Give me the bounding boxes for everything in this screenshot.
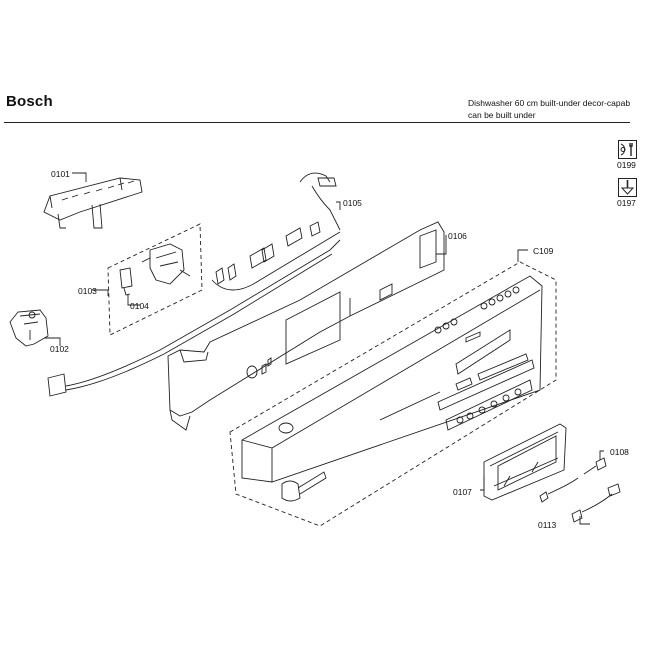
part-0106-frame: [167, 221, 445, 431]
installation-icon[interactable]: [618, 178, 637, 197]
icon-code-0199: 0199: [617, 160, 636, 170]
brand-title: Bosch: [6, 93, 53, 110]
label-0105: 0105: [343, 198, 362, 208]
icon-code-0197: 0197: [617, 198, 636, 208]
label-0113: 0113: [538, 520, 557, 530]
part-0102-switch: [9, 309, 49, 347]
label-0102: 0102: [50, 344, 69, 354]
label-0103: 0103: [78, 286, 97, 296]
part-0103-switch: [141, 243, 191, 285]
appliance-description: Dishwasher 60 cm built-under decor-capab…: [468, 97, 630, 121]
service-tools-icon[interactable]: [618, 140, 637, 159]
header-divider: [4, 122, 630, 123]
part-0107-display: [483, 423, 567, 501]
label-0108: 0108: [610, 447, 629, 457]
label-0107: 0107: [453, 487, 472, 497]
label-0104: 0104: [130, 301, 149, 311]
part-0101-module: [43, 177, 143, 229]
harness-clips: [211, 221, 341, 291]
label-0101: 0101: [51, 169, 70, 179]
description-line-2: can be built under: [468, 110, 536, 120]
description-line-1: Dishwasher 60 cm built-under decor-capab: [468, 98, 631, 108]
label-0106: 0106: [448, 231, 467, 241]
label-c109: C109: [533, 246, 554, 256]
part-c109-fascia: [241, 275, 543, 483]
